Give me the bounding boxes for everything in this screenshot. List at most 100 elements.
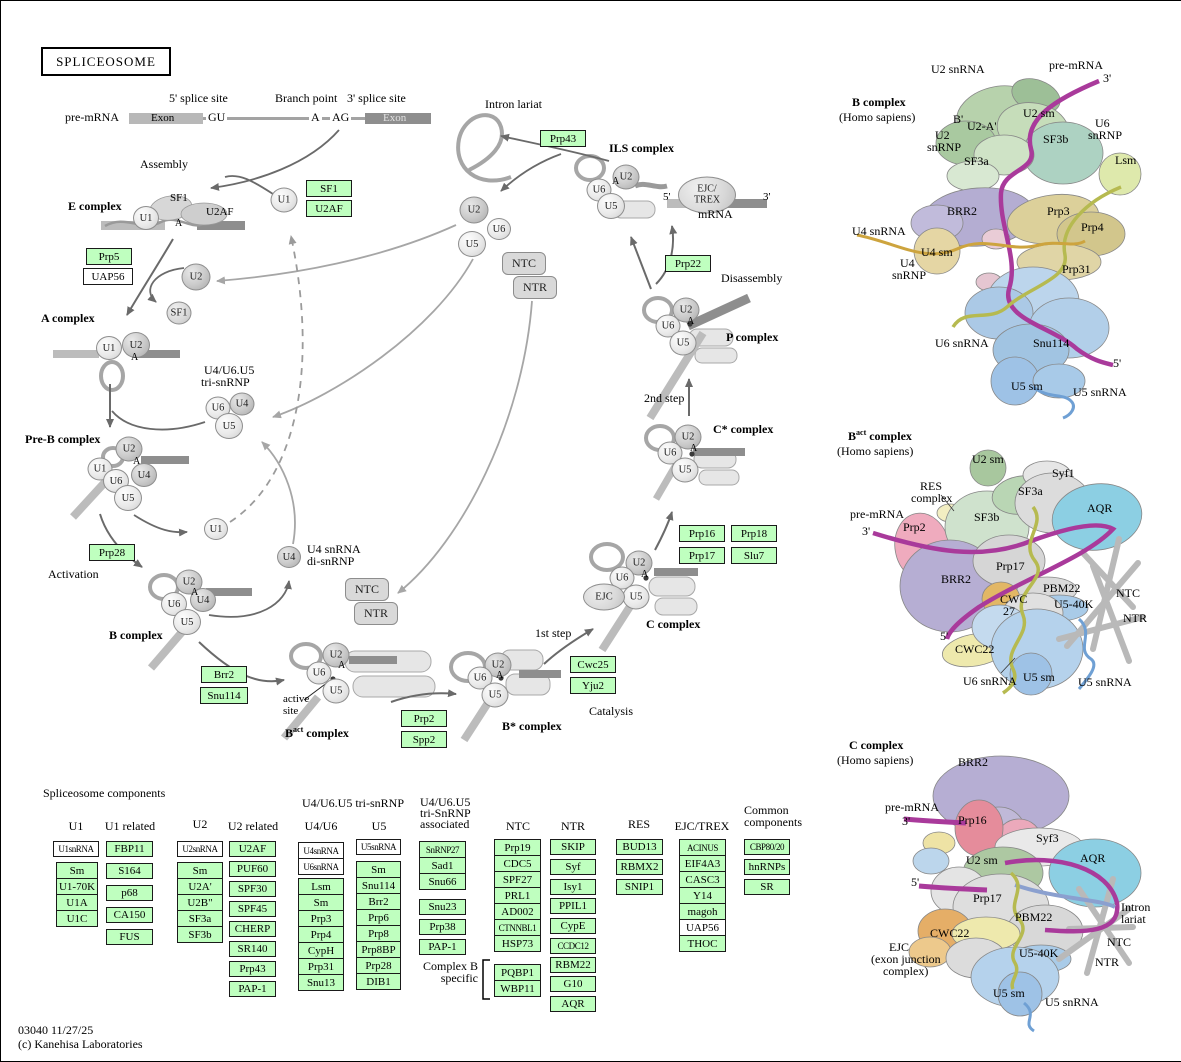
gene-box-brr2[interactable]: Brr2 (201, 666, 247, 683)
factor-box-ntc[interactable]: NTC (502, 252, 546, 275)
component-spf45[interactable]: SPF45 (229, 901, 276, 917)
component-eif4a3[interactable]: EIF4A3 (679, 855, 726, 872)
component-pqbp1[interactable]: PQBP1 (494, 964, 541, 981)
component-y14[interactable]: Y14 (679, 887, 726, 904)
component-sr[interactable]: SR (744, 879, 790, 895)
component-cbp80-20[interactable]: CBP80/20 (744, 839, 790, 855)
component-prp38[interactable]: Prp38 (419, 919, 466, 935)
component-syf[interactable]: Syf (550, 859, 596, 875)
component-sm[interactable]: Sm (298, 894, 344, 911)
component-pap-1[interactable]: PAP-1 (419, 939, 466, 955)
component-skip[interactable]: SKIP (550, 839, 596, 855)
component-wbp11[interactable]: WBP11 (494, 980, 541, 997)
gene-box-prp5[interactable]: Prp5 (86, 248, 132, 265)
component-prp3[interactable]: Prp3 (298, 910, 344, 927)
component-cype[interactable]: CypE (550, 918, 596, 934)
component-ca150[interactable]: CA150 (106, 907, 153, 923)
gene-box-yju2[interactable]: Yju2 (570, 677, 616, 694)
component-sf3b[interactable]: SF3b (177, 926, 223, 943)
component-prl1[interactable]: PRL1 (494, 887, 541, 904)
component-cyph[interactable]: CypH (298, 942, 344, 959)
component-uap56[interactable]: UAP56 (679, 919, 726, 936)
component-rbmx2[interactable]: RBMX2 (616, 859, 663, 875)
component-cdc5[interactable]: CDC5 (494, 855, 541, 872)
component-u4snrna[interactable]: U4snRNA (298, 842, 344, 859)
component-snu114[interactable]: Snu114 (356, 877, 401, 894)
component-prp8[interactable]: Prp8 (356, 925, 401, 942)
component-sr140[interactable]: SR140 (229, 941, 276, 957)
component-sm[interactable]: Sm (177, 862, 223, 879)
component-aqr[interactable]: AQR (550, 996, 596, 1012)
component-u2b[interactable]: U2B" (177, 894, 223, 911)
gene-box-prp28[interactable]: Prp28 (89, 544, 135, 561)
component-lsm[interactable]: Lsm (298, 878, 344, 895)
gene-box-uap56[interactable]: UAP56 (83, 268, 133, 285)
component-prp4[interactable]: Prp4 (298, 926, 344, 943)
component-thoc[interactable]: THOC (679, 935, 726, 952)
component-hsp73[interactable]: HSP73 (494, 935, 541, 952)
component-u1a[interactable]: U1A (56, 894, 98, 911)
component-prp6[interactable]: Prp6 (356, 909, 401, 926)
gene-box-prp16[interactable]: Prp16 (679, 525, 725, 542)
component-sm[interactable]: Sm (356, 861, 401, 878)
component-u1c[interactable]: U1C (56, 910, 98, 927)
component-sf3a[interactable]: SF3a (177, 910, 223, 927)
component-snu13[interactable]: Snu13 (298, 974, 344, 991)
gene-box-prp22[interactable]: Prp22 (665, 255, 711, 272)
component-fus[interactable]: FUS (106, 929, 153, 945)
component-brr2[interactable]: Brr2 (356, 893, 401, 910)
component-u6snrna[interactable]: U6snRNA (298, 858, 344, 875)
gene-box-prp2[interactable]: Prp2 (401, 710, 447, 727)
component-u2a[interactable]: U2A' (177, 878, 223, 895)
gene-box-prp17[interactable]: Prp17 (679, 547, 725, 564)
component-u2snrna[interactable]: U2snRNA (177, 841, 223, 857)
component-prp43[interactable]: Prp43 (229, 961, 276, 977)
component-ppil1[interactable]: PPIL1 (550, 898, 596, 914)
component-sm[interactable]: Sm (56, 862, 98, 879)
component-acinus[interactable]: ACINUS (679, 839, 726, 856)
component-spf27[interactable]: SPF27 (494, 871, 541, 888)
component-ad002[interactable]: AD002 (494, 903, 541, 920)
component-g10[interactable]: G10 (550, 976, 596, 992)
factor-box-ntr[interactable]: NTR (354, 602, 398, 625)
component-dib1[interactable]: DIB1 (356, 973, 401, 990)
component-isy1[interactable]: Isy1 (550, 879, 596, 895)
component-s164[interactable]: S164 (106, 863, 153, 879)
component-snrnp27[interactable]: SnRNP27 (419, 841, 466, 858)
component-prp8bp[interactable]: Prp8BP (356, 941, 401, 958)
component-casc3[interactable]: CASC3 (679, 871, 726, 888)
component-bud13[interactable]: BUD13 (616, 839, 663, 855)
gene-box-slu7[interactable]: Slu7 (731, 547, 777, 564)
component-p68[interactable]: p68 (106, 885, 153, 901)
component-pap-1[interactable]: PAP-1 (229, 981, 276, 997)
component-sad1[interactable]: Sad1 (419, 857, 466, 874)
component-ccdc12[interactable]: CCDC12 (550, 938, 596, 954)
gene-box-prp43[interactable]: Prp43 (540, 130, 586, 147)
factor-box-ntr[interactable]: NTR (513, 276, 557, 299)
component-u2af[interactable]: U2AF (229, 841, 276, 857)
component-snip1[interactable]: SNIP1 (616, 879, 663, 895)
component-magoh[interactable]: magoh (679, 903, 726, 920)
gene-box-u2af[interactable]: U2AF (306, 200, 352, 217)
component-rbm22[interactable]: RBM22 (550, 957, 596, 973)
component-ctnnbl1[interactable]: CTNNBL1 (494, 919, 541, 936)
component-hnrnps[interactable]: hnRNPs (744, 859, 790, 875)
component-u5snrna[interactable]: U5snRNA (356, 839, 401, 855)
component-u1-70k[interactable]: U1-70K (56, 878, 98, 895)
gene-box-snu114[interactable]: Snu114 (200, 687, 248, 704)
gene-box-prp18[interactable]: Prp18 (731, 525, 777, 542)
component-fbp11[interactable]: FBP11 (106, 841, 153, 857)
gene-box-cwc25[interactable]: Cwc25 (570, 656, 616, 673)
component-snu66[interactable]: Snu66 (419, 873, 466, 890)
component-puf60[interactable]: PUF60 (229, 861, 276, 877)
component-snu23[interactable]: Snu23 (419, 899, 466, 915)
component-spf30[interactable]: SPF30 (229, 881, 276, 897)
component-prp19[interactable]: Prp19 (494, 839, 541, 856)
component-prp28[interactable]: Prp28 (356, 957, 401, 974)
component-cherp[interactable]: CHERP (229, 921, 276, 937)
component-prp31[interactable]: Prp31 (298, 958, 344, 975)
gene-box-spp2[interactable]: Spp2 (401, 731, 447, 748)
factor-box-ntc[interactable]: NTC (345, 578, 389, 601)
gene-box-sf1[interactable]: SF1 (306, 180, 352, 197)
component-u1snrna[interactable]: U1snRNA (53, 841, 99, 857)
